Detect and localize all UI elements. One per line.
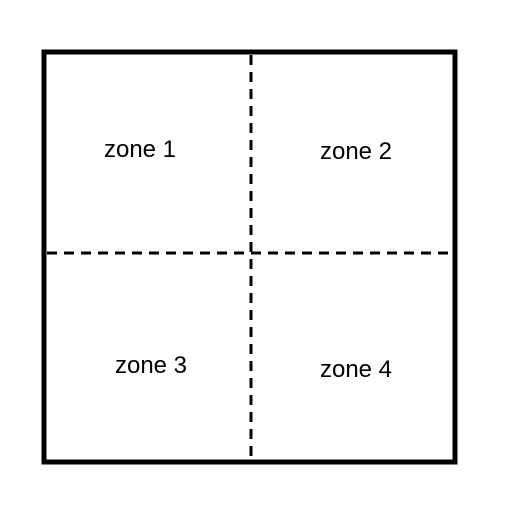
- zone-1-label: zone 1: [103, 136, 177, 163]
- zone-2-label: zone 2: [319, 138, 393, 165]
- zone-3-label: zone 3: [114, 352, 188, 379]
- outer-boundary: [41, 49, 458, 465]
- zone-4-label: zone 4: [319, 356, 393, 383]
